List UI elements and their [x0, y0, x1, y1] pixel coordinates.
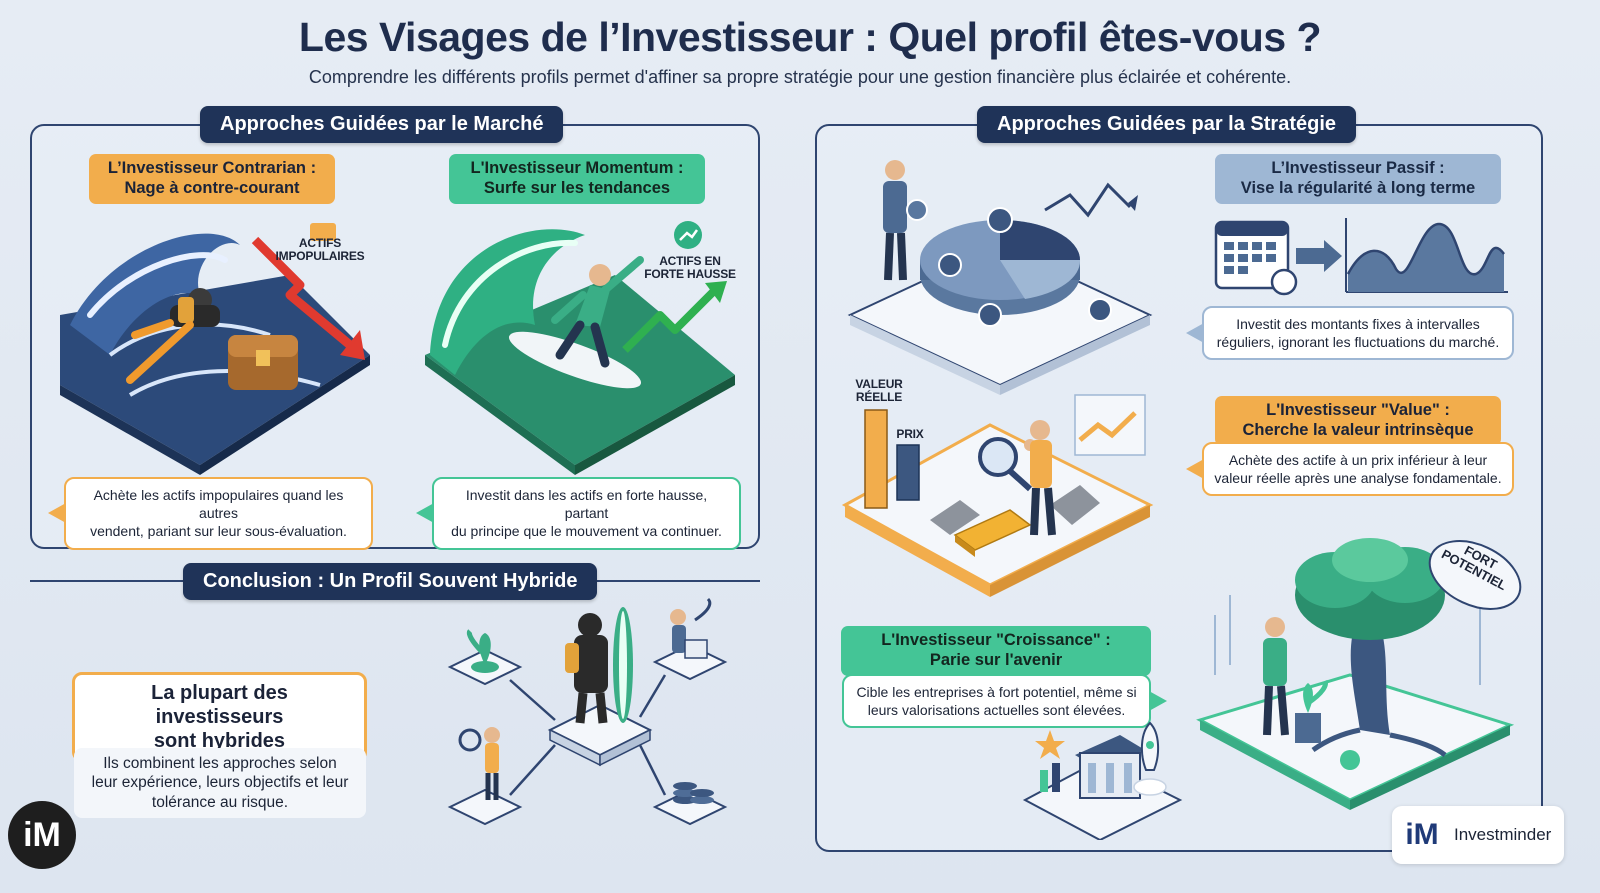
contrarian-assets-label: ACTIFS IMPOPULAIRES [275, 236, 365, 264]
brand-name: Investminder [1454, 825, 1552, 844]
brand-box[interactable]: iM Investminder [1392, 806, 1564, 864]
real-value-label: VALEUR RÉELLE [855, 377, 903, 405]
passif-tag: L’Investisseur Passif : Vise la régulari… [1215, 154, 1501, 204]
investminder-logo-icon: iM [1398, 811, 1446, 859]
price-label: PRIX [896, 427, 924, 441]
momentum-illustration [425, 221, 735, 475]
momentum-assets-label: ACTIFS EN FORTE HAUSSE [644, 254, 736, 282]
hybrid-illustration [447, 597, 728, 826]
croissance-tag: L'Investisseur "Croissance" : Parie sur … [841, 626, 1151, 676]
momentum-description: Investit dans les actifs en forte hausse… [416, 477, 741, 550]
page-subtitle: Comprendre les différents profils permet… [308, 67, 1292, 87]
conclusion-section-tab: Conclusion : Un Profil Souvent Hybride [183, 563, 598, 600]
value-tag: L'Investisseur "Value" : Cherche la vale… [1215, 396, 1501, 446]
croissance-description: Cible les entreprises à fort potentiel, … [842, 674, 1167, 729]
strategy-section-tab: Approches Guidées par la Stratégie [977, 106, 1356, 143]
value-illustration [841, 394, 1154, 597]
passif-chart-icon [1214, 218, 1508, 296]
investminder-logo-badge: iM [8, 801, 76, 869]
passif-description: Investit des montants fixes à intervalle… [1186, 306, 1514, 361]
startup-bank-illustration [1022, 721, 1183, 840]
contrarian-tag: L’Investisseur Contrarian : Nage à contr… [89, 154, 335, 204]
contrarian-description: Achète les actifs impopulaires quand les… [48, 477, 373, 550]
page-title: Les Visages de l’Investisseur : Quel pro… [298, 14, 1322, 60]
passif-illustration [847, 160, 1153, 395]
value-description: Achète des actife à un prix inférieur à … [1186, 442, 1514, 497]
growth-tree-illustration [1196, 538, 1522, 810]
momentum-tag: L'Investisseur Momentum : Surfe sur les … [449, 154, 705, 204]
market-section-tab: Approches Guidées par le Marché [200, 106, 564, 143]
contrarian-illustration [60, 223, 370, 475]
hybrid-description: Ils combinent les approches selon leur e… [74, 748, 366, 819]
